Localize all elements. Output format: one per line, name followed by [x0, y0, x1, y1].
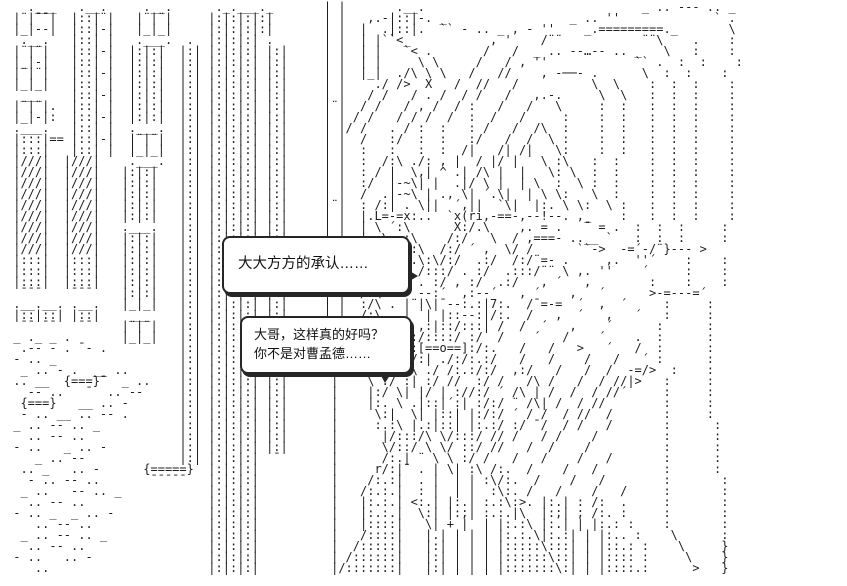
- speech-bubble-1: 大大方方的承认……: [222, 236, 418, 294]
- speech-bubble-2: 大哥，这样真的好吗？ 你不是对曹孟德……: [240, 316, 412, 383]
- bubble-2-text-line-2: 你不是对曹孟德……: [254, 346, 372, 361]
- bubble-1-text: 大大方方的承认……: [238, 256, 369, 273]
- bubble-tail-icon: [408, 270, 418, 282]
- ascii-art: .___ .__. .__. ._.___._ | | .__. _ .. --…: [13, 0, 743, 575]
- bubble-2-text-line-1: 大哥，这样真的好吗？: [254, 327, 385, 343]
- bubble-tail-icon: [379, 372, 392, 383]
